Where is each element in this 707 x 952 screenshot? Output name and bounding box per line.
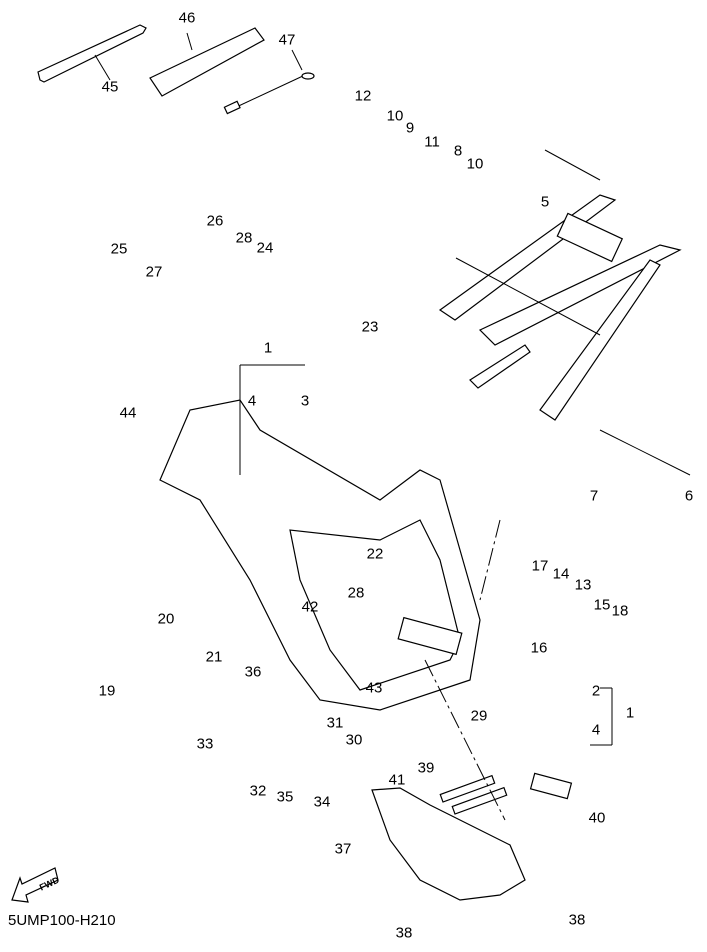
- leader-lines: [239, 257, 691, 821]
- callout-47: 47: [278, 31, 296, 49]
- callout-10: 10: [386, 107, 404, 125]
- rear-frame: [438, 149, 682, 421]
- callout-1: 1: [625, 704, 635, 722]
- callout-38: 38: [395, 924, 413, 942]
- callout-46: 46: [178, 9, 196, 27]
- callout-28: 28: [235, 229, 253, 247]
- callout-4: 4: [591, 721, 601, 739]
- callout-42: 42: [301, 598, 319, 616]
- callout-24: 24: [256, 239, 274, 257]
- callout-32: 32: [249, 782, 267, 800]
- callout-18: 18: [611, 602, 629, 620]
- callout-38: 38: [568, 911, 586, 929]
- socket-wrench: [149, 27, 265, 97]
- callout-8: 8: [453, 142, 463, 160]
- callout-12: 12: [354, 87, 372, 105]
- callout-13: 13: [574, 576, 592, 594]
- callout-22: 22: [366, 545, 384, 563]
- callout-7: 7: [589, 487, 599, 505]
- callout-11: 11: [424, 133, 440, 151]
- spoke-wrench: [37, 24, 147, 83]
- callout-2: 2: [591, 682, 601, 700]
- callout-14: 14: [552, 565, 570, 583]
- callout-44: 44: [119, 404, 137, 422]
- callout-5: 5: [540, 193, 550, 211]
- callout-31: 31: [326, 714, 344, 732]
- main-frame: [159, 399, 481, 711]
- callout-26: 26: [206, 212, 224, 230]
- skid-plate: [371, 787, 526, 901]
- callout-29: 29: [470, 707, 488, 725]
- callout-28: 28: [347, 584, 365, 602]
- callout-43: 43: [365, 679, 383, 697]
- callout-1: 1: [263, 339, 273, 357]
- callout-37: 37: [334, 840, 352, 858]
- rubber-strips: [439, 774, 508, 815]
- callout-20: 20: [157, 610, 175, 628]
- callout-23: 23: [361, 318, 379, 336]
- plate-40: [529, 772, 573, 800]
- callout-35: 35: [276, 788, 294, 806]
- diagram-code: 5UMP100-H210: [8, 912, 116, 929]
- callout-39: 39: [417, 759, 435, 777]
- callout-45: 45: [101, 78, 119, 96]
- callout-10: 10: [466, 155, 484, 173]
- callout-6: 6: [684, 487, 694, 505]
- callout-34: 34: [313, 793, 331, 811]
- callout-16: 16: [530, 639, 548, 657]
- callout-36: 36: [244, 663, 262, 681]
- callout-15: 15: [593, 596, 611, 614]
- callout-27: 27: [145, 263, 163, 281]
- callout-9: 9: [405, 119, 415, 137]
- callout-41: 41: [388, 771, 406, 789]
- callout-25: 25: [110, 240, 128, 258]
- callout-17: 17: [531, 557, 549, 575]
- callout-33: 33: [196, 735, 214, 753]
- callout-4: 4: [247, 392, 257, 410]
- callout-30: 30: [345, 731, 363, 749]
- callout-19: 19: [98, 682, 116, 700]
- fwd-arrow-icon: FWD: [11, 867, 61, 903]
- callout-3: 3: [300, 392, 310, 410]
- callout-21: 21: [205, 648, 223, 666]
- tommy-bar: [223, 49, 315, 115]
- callout-40: 40: [588, 809, 606, 827]
